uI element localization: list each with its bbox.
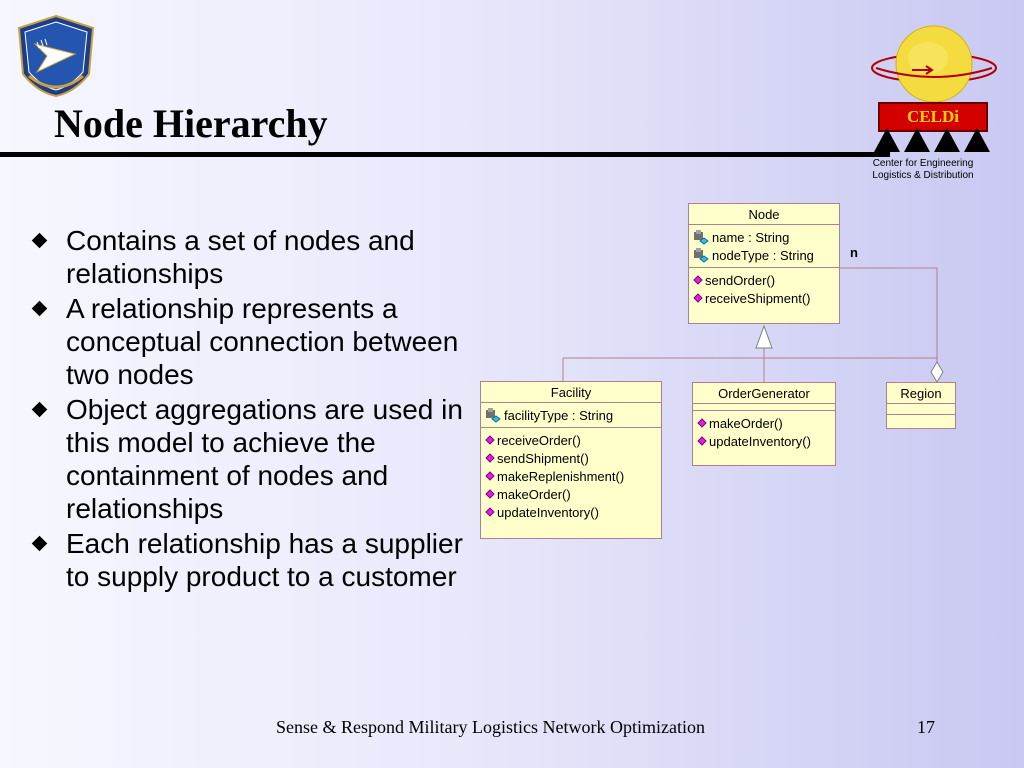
celdi-logo-text: CELDi bbox=[878, 102, 988, 132]
celdi-caption: Center for Engineering Logistics & Distr… bbox=[872, 158, 974, 181]
attribute-row: name : String bbox=[693, 228, 835, 246]
class-name: Node bbox=[689, 204, 839, 225]
uml-class-node: Node name : String nodeType : String sen… bbox=[688, 203, 840, 324]
bullet-list: Contains a set of nodes and relationship… bbox=[30, 224, 470, 595]
operation-row: makeOrder() bbox=[485, 485, 657, 503]
attribute-icon bbox=[486, 407, 501, 423]
operation-icon bbox=[485, 453, 495, 463]
operation-row: makeOrder() bbox=[697, 414, 831, 432]
uml-class-ordergenerator: OrderGenerator makeOrder() updateInvento… bbox=[692, 382, 836, 466]
uml-class-region: Region bbox=[886, 382, 956, 429]
operation-icon bbox=[485, 471, 495, 481]
operations-section: sendOrder() receiveShipment() bbox=[689, 268, 839, 310]
attribute-row: nodeType : String bbox=[693, 246, 835, 264]
operation-icon bbox=[485, 489, 495, 499]
operation-row: makeReplenishment() bbox=[485, 467, 657, 485]
operation-icon bbox=[693, 275, 703, 285]
operation-row: receiveOrder() bbox=[485, 431, 657, 449]
page-number: 17 bbox=[917, 717, 935, 737]
slide-footer: Sense & Respond Military Logistics Netwo… bbox=[276, 717, 705, 737]
operation-row: receiveShipment() bbox=[693, 289, 835, 307]
attributes-section: name : String nodeType : String bbox=[689, 225, 839, 268]
attribute-icon bbox=[694, 229, 709, 245]
operation-icon bbox=[697, 418, 707, 428]
celdi-globe-icon bbox=[871, 25, 997, 103]
bullet-item: Each relationship has a supplier to supp… bbox=[30, 527, 470, 593]
bullet-item: Object aggregations are used in this mod… bbox=[30, 393, 470, 525]
title-rule bbox=[0, 152, 890, 157]
class-name: Region bbox=[887, 383, 955, 404]
aggregation-diamond-icon bbox=[930, 361, 944, 383]
operation-icon bbox=[693, 293, 703, 303]
class-name: Facility bbox=[481, 382, 661, 403]
bullet-diamond-icon bbox=[31, 401, 48, 418]
class-name: OrderGenerator bbox=[693, 383, 835, 404]
attribute-icon bbox=[694, 247, 709, 263]
operation-icon bbox=[485, 435, 495, 445]
attribute-row: facilityType : String bbox=[485, 406, 657, 424]
operations-section: makeOrder() updateInventory() bbox=[693, 411, 835, 453]
operation-icon bbox=[697, 436, 707, 446]
uml-class-facility: Facility facilityType : String receiveOr… bbox=[480, 381, 662, 539]
afrl-seal-logo bbox=[17, 14, 95, 98]
multiplicity-label: n bbox=[850, 245, 858, 260]
bullet-diamond-icon bbox=[31, 535, 48, 552]
operations-section: receiveOrder() sendShipment() makeReplen… bbox=[481, 428, 661, 524]
bullet-item: A relationship represents a conceptual c… bbox=[30, 292, 470, 391]
attributes-section bbox=[887, 404, 955, 415]
celdi-triangles-icon bbox=[874, 128, 990, 152]
operation-row: sendOrder() bbox=[693, 271, 835, 289]
bullet-item: Contains a set of nodes and relationship… bbox=[30, 224, 470, 290]
operation-row: updateInventory() bbox=[697, 432, 831, 450]
operation-row: updateInventory() bbox=[485, 503, 657, 521]
bullet-diamond-icon bbox=[31, 300, 48, 317]
bullet-diamond-icon bbox=[31, 232, 48, 249]
slide-title: Node Hierarchy bbox=[54, 101, 328, 146]
attributes-section: facilityType : String bbox=[481, 403, 661, 428]
operations-section bbox=[887, 415, 955, 425]
attributes-section bbox=[693, 404, 835, 411]
generalization-arrow-icon bbox=[755, 324, 773, 349]
operation-icon bbox=[485, 507, 495, 517]
operation-row: sendShipment() bbox=[485, 449, 657, 467]
